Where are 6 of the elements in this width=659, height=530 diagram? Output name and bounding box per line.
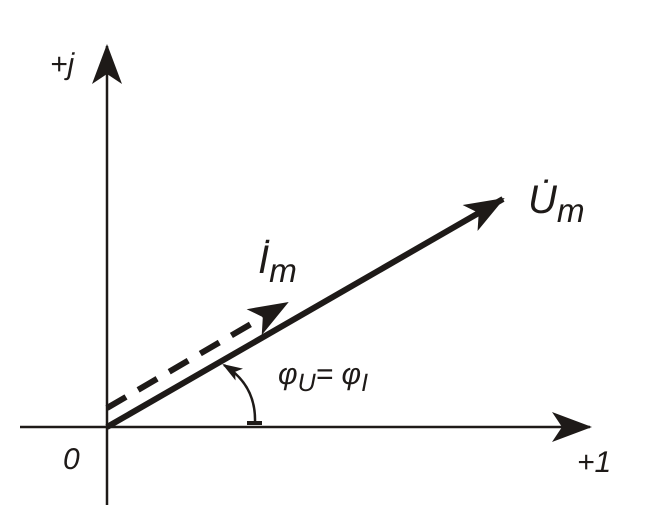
axis-label: +j	[50, 50, 74, 80]
axis-label: +1	[577, 448, 612, 478]
phasor-label: İ$_{m}$	[258, 240, 297, 288]
angle-label: φ$_{U}$= φ$_{I}$	[278, 360, 368, 396]
origin-label: 0	[63, 445, 80, 475]
phasor-label: U̇$_{m}$	[528, 180, 585, 228]
